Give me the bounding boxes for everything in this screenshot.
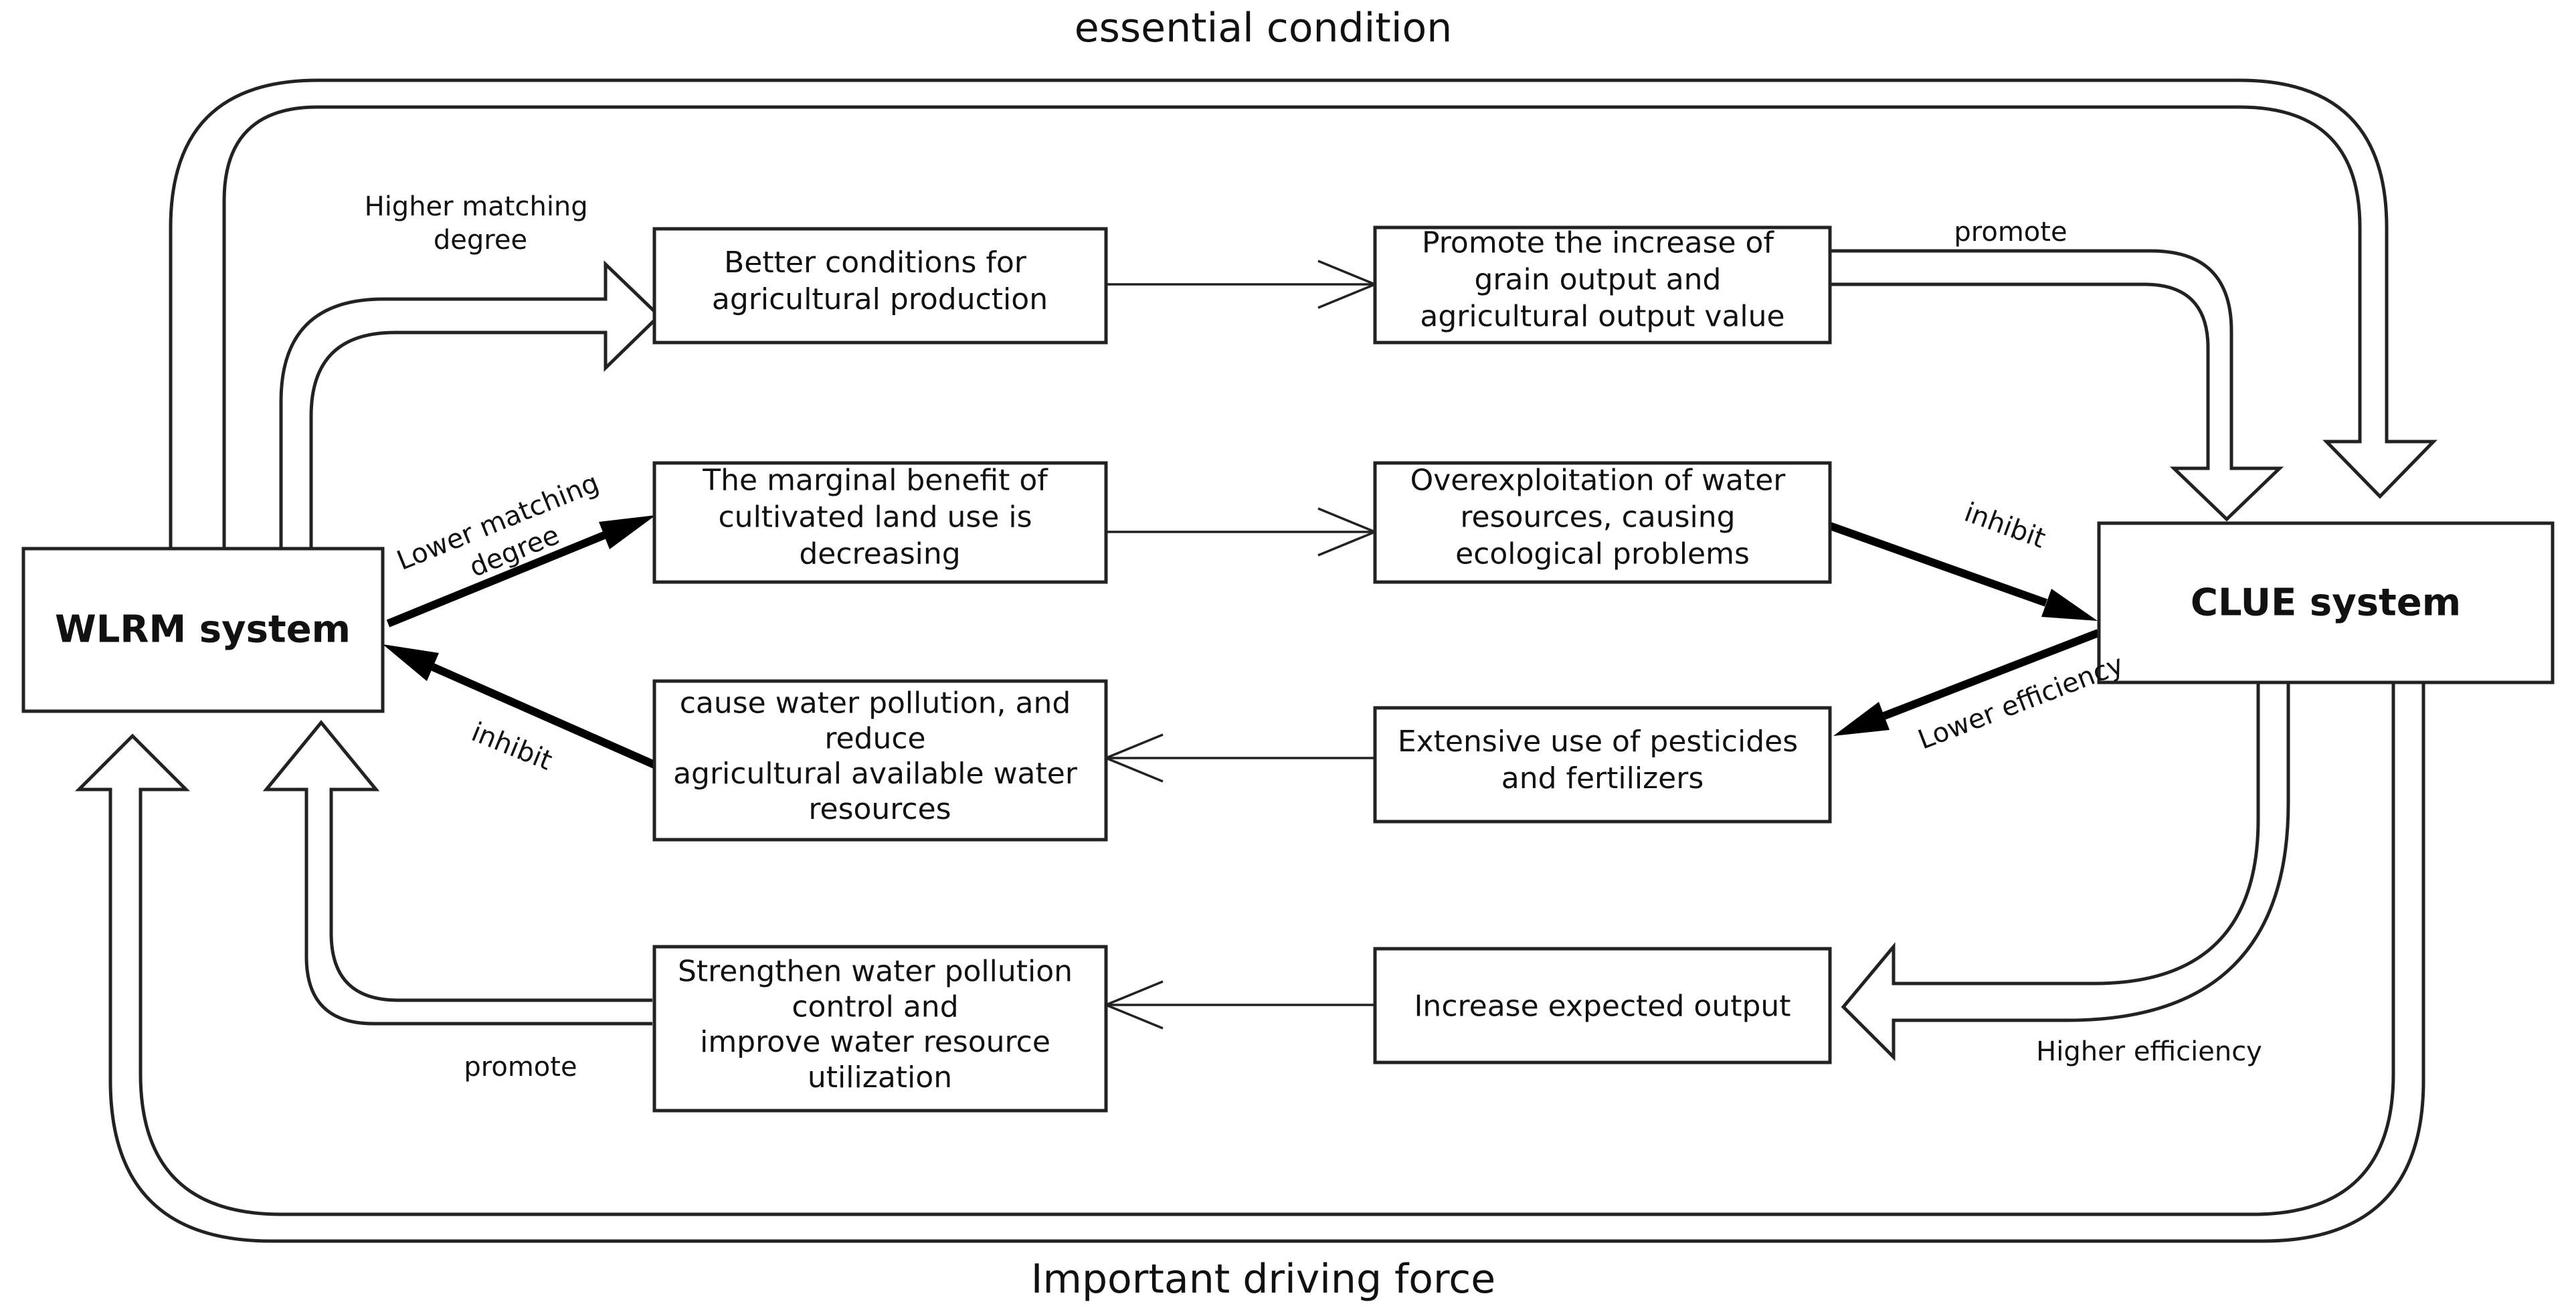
caption-important-driving-force: Important driving force xyxy=(1031,1256,1495,1303)
box-line: Promote the increase of xyxy=(1422,226,1774,260)
box-line: agricultural production xyxy=(712,282,1048,316)
clue-system: CLUE system xyxy=(2097,521,2555,684)
box-line: ecological problems xyxy=(1455,537,1750,571)
box-line: agricultural available water xyxy=(673,757,1078,791)
box-line: cultivated land use is xyxy=(718,500,1032,535)
thin-arrow-top xyxy=(1106,260,1378,309)
label-promote-bottom: promote xyxy=(464,1052,577,1083)
box-line: grain output and xyxy=(1475,263,1722,297)
thin-arrow-lower xyxy=(1103,733,1375,783)
promote-top-arrow xyxy=(1830,249,2284,522)
box-line: cause water pollution, and xyxy=(680,686,1071,721)
box-pesticides: Extensive use of pesticides and fertiliz… xyxy=(1373,706,1832,824)
svg-text:cause water pollution, and: cause water pollution, and reduce agricu… xyxy=(673,686,1087,826)
box-increase-output: Increase expected output xyxy=(1373,947,1832,1064)
box-line: Increase expected output xyxy=(1414,989,1790,1023)
box-overexploitation: Overexploitation of water resources, cau… xyxy=(1373,461,1832,584)
svg-text:Extensive use of pesticides: Extensive use of pesticides and fertiliz… xyxy=(1398,725,1807,795)
lower-matching-arrow xyxy=(386,515,656,628)
box-line: resources, causing xyxy=(1460,500,1735,535)
essential-condition-arrow xyxy=(169,78,2437,549)
wlrm-system: WLRM system xyxy=(21,547,385,713)
wlrm-system-label: WLRM system xyxy=(55,608,351,652)
box-line: improve water resource xyxy=(700,1025,1050,1059)
label-lower-matching: Lower matching degree xyxy=(393,464,624,607)
svg-text:Better conditions for ag: Better conditions for agricultural produ… xyxy=(712,246,1048,316)
box-line: agricultural output value xyxy=(1420,300,1784,334)
box-promote-grain-output: Promote the increase of grain output and… xyxy=(1373,225,1832,345)
box-better-conditions: Better conditions for agricultural produ… xyxy=(652,227,1108,345)
label-inhibit-right: inhibit xyxy=(1960,497,2049,555)
box-line: resources xyxy=(808,792,951,826)
thin-arrow-middle xyxy=(1106,507,1378,557)
inhibit-left-arrow xyxy=(383,644,656,769)
caption-essential-condition: essential condition xyxy=(1075,5,1453,52)
clue-system-label: CLUE system xyxy=(2191,581,2461,625)
label-higher-efficiency: Higher efficiency xyxy=(2036,1036,2262,1067)
box-line: and fertilizers xyxy=(1501,761,1704,795)
lower-efficiency-arrow xyxy=(1833,629,2100,736)
svg-text:Overexploitation of water: Overexploitation of water resources, cau… xyxy=(1410,464,1795,571)
box-strengthen-control: Strengthen water pollution control and i… xyxy=(652,945,1108,1113)
svg-text:Strengthen water pollution: Strengthen water pollution control and i… xyxy=(678,955,1082,1095)
higher-efficiency-arrow xyxy=(1841,682,2290,1062)
important-driving-force-arrow xyxy=(74,682,2425,1243)
promote-bottom-arrow xyxy=(262,720,652,1026)
box-water-pollution: cause water pollution, and reduce agricu… xyxy=(652,679,1108,842)
box-line: control and xyxy=(792,990,958,1024)
thin-arrow-bottom xyxy=(1103,980,1375,1030)
box-line: The marginal benefit of xyxy=(702,464,1048,498)
box-line: Extensive use of pesticides xyxy=(1398,725,1798,759)
higher-matching-arrow xyxy=(279,260,662,549)
box-line: reduce xyxy=(824,721,925,755)
box-line: utilization xyxy=(808,1060,952,1095)
label-higher-matching: Higher matching degree xyxy=(365,191,597,256)
label-inhibit-left: inhibit xyxy=(467,717,556,777)
box-line: Overexploitation of water xyxy=(1410,464,1786,498)
svg-text:The marginal benefit of: The marginal benefit of cultivated land … xyxy=(702,464,1057,571)
label-promote-top: promote xyxy=(1954,217,2067,248)
box-line: decreasing xyxy=(799,537,960,571)
box-line: Better conditions for xyxy=(724,246,1027,280)
box-line: Strengthen water pollution xyxy=(678,955,1073,989)
svg-text:Promote the increase of: Promote the increase of grain output and… xyxy=(1420,226,1784,334)
svg-text:Increase expected output: Increase expected output xyxy=(1414,989,1790,1023)
box-marginal-benefit: The marginal benefit of cultivated land … xyxy=(652,461,1108,584)
inhibit-right-arrow xyxy=(1828,522,2098,621)
